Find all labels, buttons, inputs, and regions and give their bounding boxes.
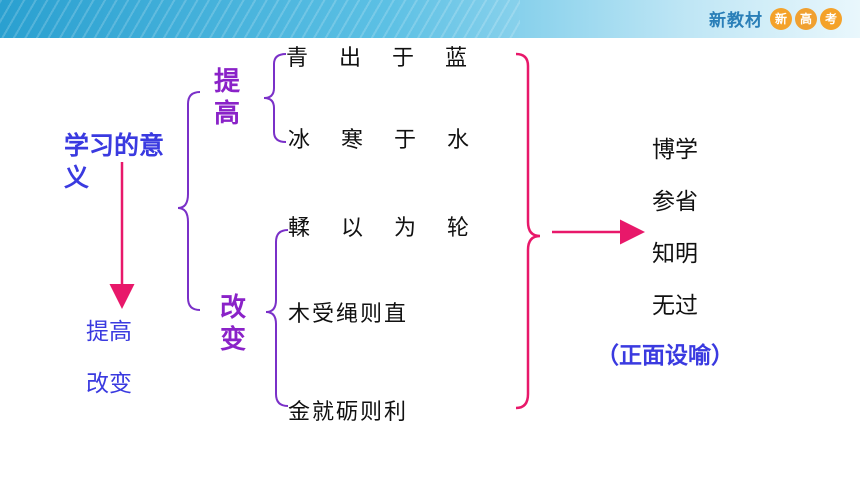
header-stripes <box>0 0 520 38</box>
idiom-4: 木受绳则直 <box>288 302 409 327</box>
brand-circle-gao: 高 <box>795 7 817 30</box>
main-label: 学习的意义 <box>64 131 165 192</box>
brand-circle-xin: 新 <box>770 7 792 30</box>
brand-logo: 新教材 新 高 考 <box>709 6 842 31</box>
summary-1: 博学 <box>652 137 698 163</box>
idiom-3: 輮 以 为 轮 <box>288 216 481 241</box>
bottom-brace <box>265 229 289 407</box>
idiom-5: 金就砺则利 <box>288 400 409 425</box>
left-list-item-2: 改变 <box>86 371 132 397</box>
brand-text: 新教材 <box>709 11 763 31</box>
branch-bottom-label: 改变 <box>220 293 247 355</box>
branch-top-label: 提高 <box>214 67 241 129</box>
right-brace <box>515 52 541 410</box>
idiom-2: 冰 寒 于 水 <box>288 128 481 153</box>
conclusion-label: （正面设喻） <box>596 343 734 369</box>
main-brace <box>177 91 201 311</box>
brand-circle-kao: 考 <box>820 7 842 30</box>
header-bar: 新教材 新 高 考 <box>0 0 860 38</box>
idiom-1: 青 出 于 蓝 <box>286 46 479 71</box>
top-brace <box>263 53 287 143</box>
summary-2: 参省 <box>652 189 698 215</box>
summary-3: 知明 <box>652 241 698 267</box>
summary-4: 无过 <box>652 293 698 319</box>
left-list-item-1: 提高 <box>86 319 132 345</box>
